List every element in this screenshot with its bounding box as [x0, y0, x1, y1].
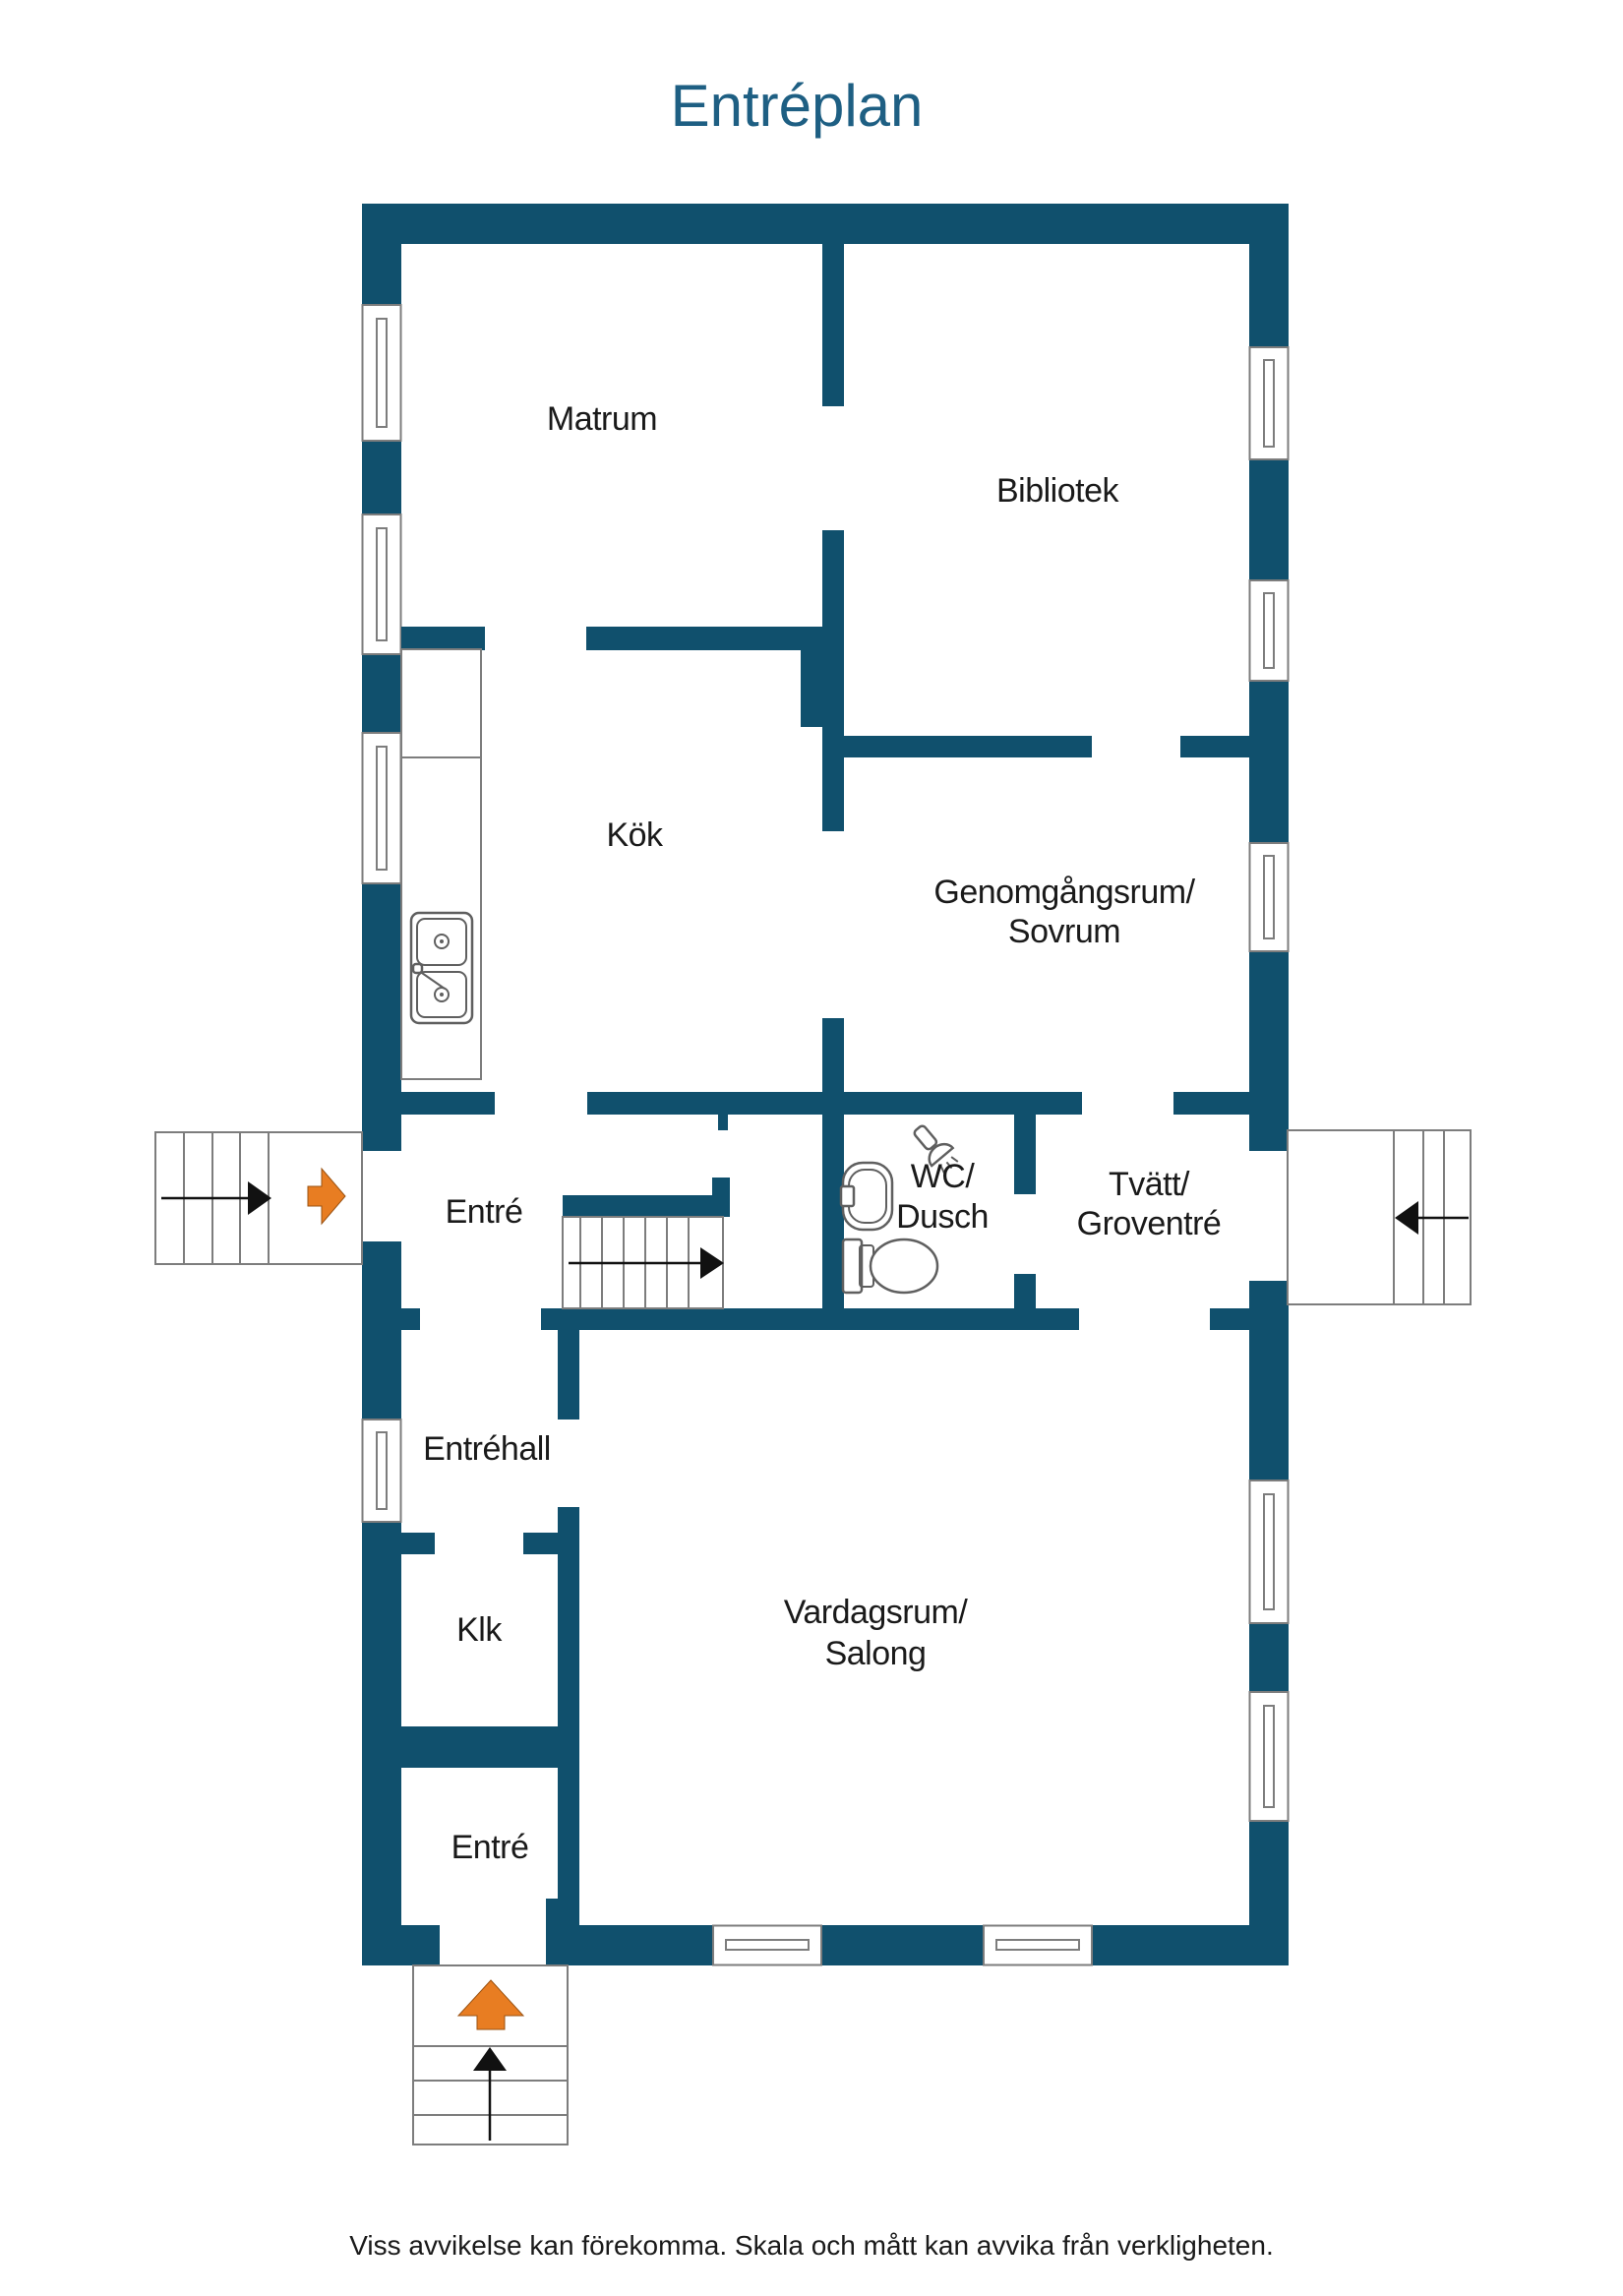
window [983, 1924, 1093, 1966]
room-label-entrehall: Entréhall [423, 1430, 551, 1468]
door-opening-left-entrance [362, 1151, 401, 1241]
window [1248, 842, 1290, 952]
stair-direction-arrow-icon [161, 1181, 271, 1215]
window [712, 1924, 822, 1966]
entry-arrow-bottom-icon [456, 1979, 525, 2030]
exterior-walls [362, 204, 1289, 1965]
stairs-interior [562, 1216, 724, 1309]
window [361, 514, 402, 655]
washbasin-icon [839, 1161, 894, 1232]
wc-fixtures [839, 1124, 959, 1295]
room-label-matrum: Matrum [547, 400, 657, 438]
room-label-klk: Klk [456, 1611, 503, 1649]
window [361, 732, 402, 884]
room-label-genomgangsrum-line2: Sovrum [1008, 913, 1120, 950]
stairs-right [1287, 1129, 1472, 1305]
stairs-left [154, 1131, 363, 1265]
interior-walls [401, 244, 1249, 1926]
room-label-entre-left: Entré [446, 1193, 523, 1231]
stair-direction-arrow-icon [473, 2047, 507, 2141]
room-label-tvatt-line1: Tvätt/ [1109, 1166, 1190, 1203]
door-opening-right-entrance [1249, 1151, 1289, 1281]
room-label-vardagsrum-line2: Salong [825, 1635, 927, 1672]
window [1248, 1480, 1290, 1624]
room-label-entre-bottom: Entré [451, 1829, 529, 1866]
room-label-tvatt-line2: Groventré [1077, 1205, 1222, 1242]
room-label-bibliotek: Bibliotek [996, 472, 1120, 510]
room-label-vardagsrum-line1: Vardagsrum/ [784, 1594, 969, 1631]
toilet-icon [841, 1238, 939, 1295]
stairs-bottom [412, 1964, 569, 2145]
entry-arrow-left-icon [307, 1167, 346, 1226]
labels: Entréplan Matrum Bibliotek Kök Genomgång… [349, 73, 1273, 2261]
room-label-genomgangsrum-line1: Genomgångsrum/ [933, 874, 1195, 911]
window [1248, 579, 1290, 682]
room-label-wc-line1: WC/ [911, 1158, 976, 1195]
kitchen-counter [400, 648, 482, 1080]
window [361, 1419, 402, 1523]
windows [361, 304, 1290, 1966]
stair-direction-arrow-icon [569, 1247, 724, 1279]
shower-icon [913, 1124, 959, 1174]
window [1248, 1691, 1290, 1822]
room-label-wc-line2: Dusch [896, 1198, 989, 1236]
window [361, 304, 402, 442]
page-title: Entréplan [671, 73, 924, 139]
disclaimer-text: Viss avvikelse kan förekomma. Skala och … [349, 2230, 1273, 2261]
door-opening-bottom-entrance [440, 1925, 546, 1965]
stair-direction-arrow-icon [1395, 1201, 1469, 1235]
room-label-kok: Kök [606, 816, 664, 854]
window [1248, 346, 1290, 460]
door-openings [362, 1151, 1289, 1965]
kitchen-sink-icon [409, 911, 474, 1025]
